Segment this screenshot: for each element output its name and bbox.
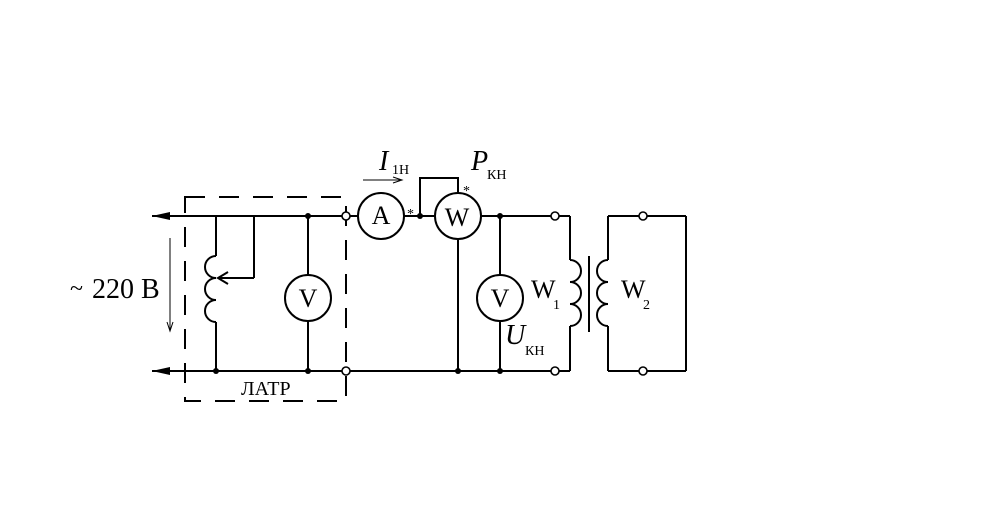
source-voltage-label: 220 В <box>92 274 160 305</box>
transformer-primary-winding <box>569 216 582 371</box>
svg-text:W: W <box>621 275 646 304</box>
terminal <box>341 211 351 221</box>
voltmeter-source: V <box>284 274 332 322</box>
svg-text:W: W <box>445 203 470 232</box>
ammeter: A <box>357 192 405 240</box>
polarity-star-voltage: * <box>463 184 470 199</box>
voltmeter-load: V <box>476 274 524 322</box>
wire-wattmeter-current-loop <box>419 177 459 216</box>
source-tilde: ~ <box>70 276 83 302</box>
latr-dashed-enclosure <box>184 196 347 402</box>
terminal <box>638 366 648 376</box>
svg-text:I: I <box>378 146 390 177</box>
terminal <box>638 211 648 221</box>
secondary-short-circuit <box>608 215 687 372</box>
junction-dot <box>497 213 503 219</box>
winding-w2-label: W 2 <box>621 275 650 313</box>
junction-dot <box>305 213 311 219</box>
svg-text:2: 2 <box>643 298 650 313</box>
svg-text:W: W <box>531 275 556 304</box>
junction-dot <box>305 368 311 374</box>
winding-w1-label: W 1 <box>531 275 560 313</box>
latr-autotransformer <box>204 216 255 371</box>
svg-text:V: V <box>491 284 510 313</box>
svg-text:КН: КН <box>487 168 506 183</box>
wattmeter: W <box>434 192 482 240</box>
voltage-label: U КН <box>505 320 544 359</box>
transformer-secondary-winding <box>596 216 609 371</box>
svg-text:U: U <box>505 320 527 351</box>
svg-text:1: 1 <box>553 298 560 313</box>
current-label: I 1Н <box>363 146 409 184</box>
junction-dot <box>417 213 423 219</box>
junction-dot <box>455 368 461 374</box>
junction-dot <box>497 368 503 374</box>
polarity-star-current: * <box>407 207 414 222</box>
latr-label: ЛАТР <box>241 378 291 400</box>
voltage-direction-arrow <box>166 238 174 333</box>
input-arrow-top <box>152 212 216 220</box>
svg-text:КН: КН <box>525 344 544 359</box>
power-label: P КН <box>470 146 506 183</box>
svg-text:1Н: 1Н <box>392 163 409 178</box>
terminal <box>550 211 560 221</box>
svg-text:A: A <box>372 201 391 230</box>
terminal <box>550 366 560 376</box>
svg-text:P: P <box>470 146 488 177</box>
terminal <box>341 366 351 376</box>
svg-text:V: V <box>299 284 318 313</box>
junction-dot <box>213 368 219 374</box>
